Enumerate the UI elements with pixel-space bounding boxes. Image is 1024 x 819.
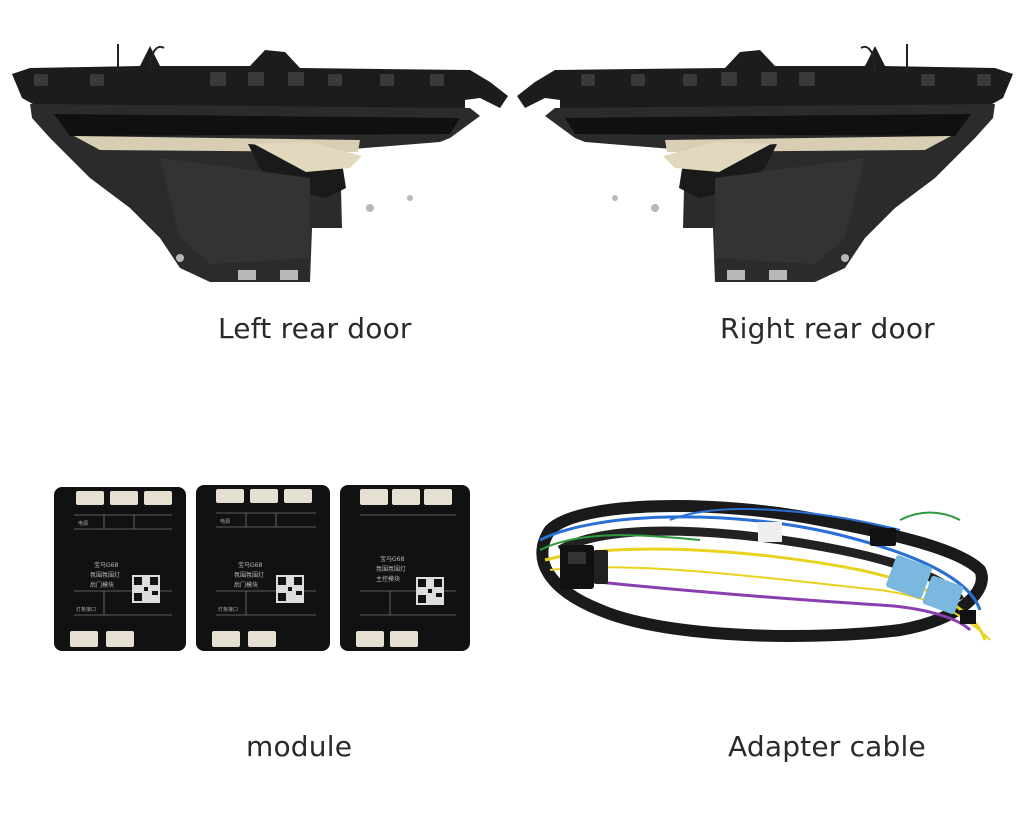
module-2-top-label: 电源 bbox=[220, 518, 230, 525]
module-1-text-1: 宝马G68 bbox=[94, 561, 118, 569]
adapter-cable-image bbox=[520, 490, 1000, 660]
module-unit-3: 宝马G68 氛围氛围灯 主控模块 bbox=[340, 485, 470, 651]
module-2-bottom-label: 灯条接口 bbox=[218, 606, 238, 613]
left-rear-door-caption: Left rear door bbox=[218, 312, 412, 345]
module-2-text-3: 后门模块 bbox=[234, 581, 258, 589]
module-1-bottom-label: 灯条接口 bbox=[76, 606, 96, 613]
right-rear-door-image bbox=[515, 38, 1015, 288]
module-unit-1: 宝马G68 氛围氛围灯 后门模块 电源 灯条接口 bbox=[54, 487, 186, 651]
module-1-top-label: 电源 bbox=[78, 520, 88, 527]
module-3-text-2: 氛围氛围灯 bbox=[376, 565, 406, 573]
module-caption: module bbox=[246, 730, 353, 763]
right-rear-door-caption: Right rear door bbox=[720, 312, 935, 345]
left-rear-door-image bbox=[10, 38, 510, 288]
module-2-text-1: 宝马G68 bbox=[238, 561, 262, 569]
module-unit-2: 宝马G68 氛围氛围灯 后门模块 电源 灯条接口 bbox=[196, 485, 330, 651]
module-3-text-3: 主控模块 bbox=[376, 575, 400, 583]
module-2-text-2: 氛围氛围灯 bbox=[234, 571, 264, 579]
module-1-text-3: 后门模块 bbox=[90, 581, 114, 589]
module-3-text-1: 宝马G68 bbox=[380, 555, 404, 563]
module-1-text-2: 氛围氛围灯 bbox=[90, 571, 120, 579]
adapter-cable-caption: Adapter cable bbox=[728, 730, 926, 763]
